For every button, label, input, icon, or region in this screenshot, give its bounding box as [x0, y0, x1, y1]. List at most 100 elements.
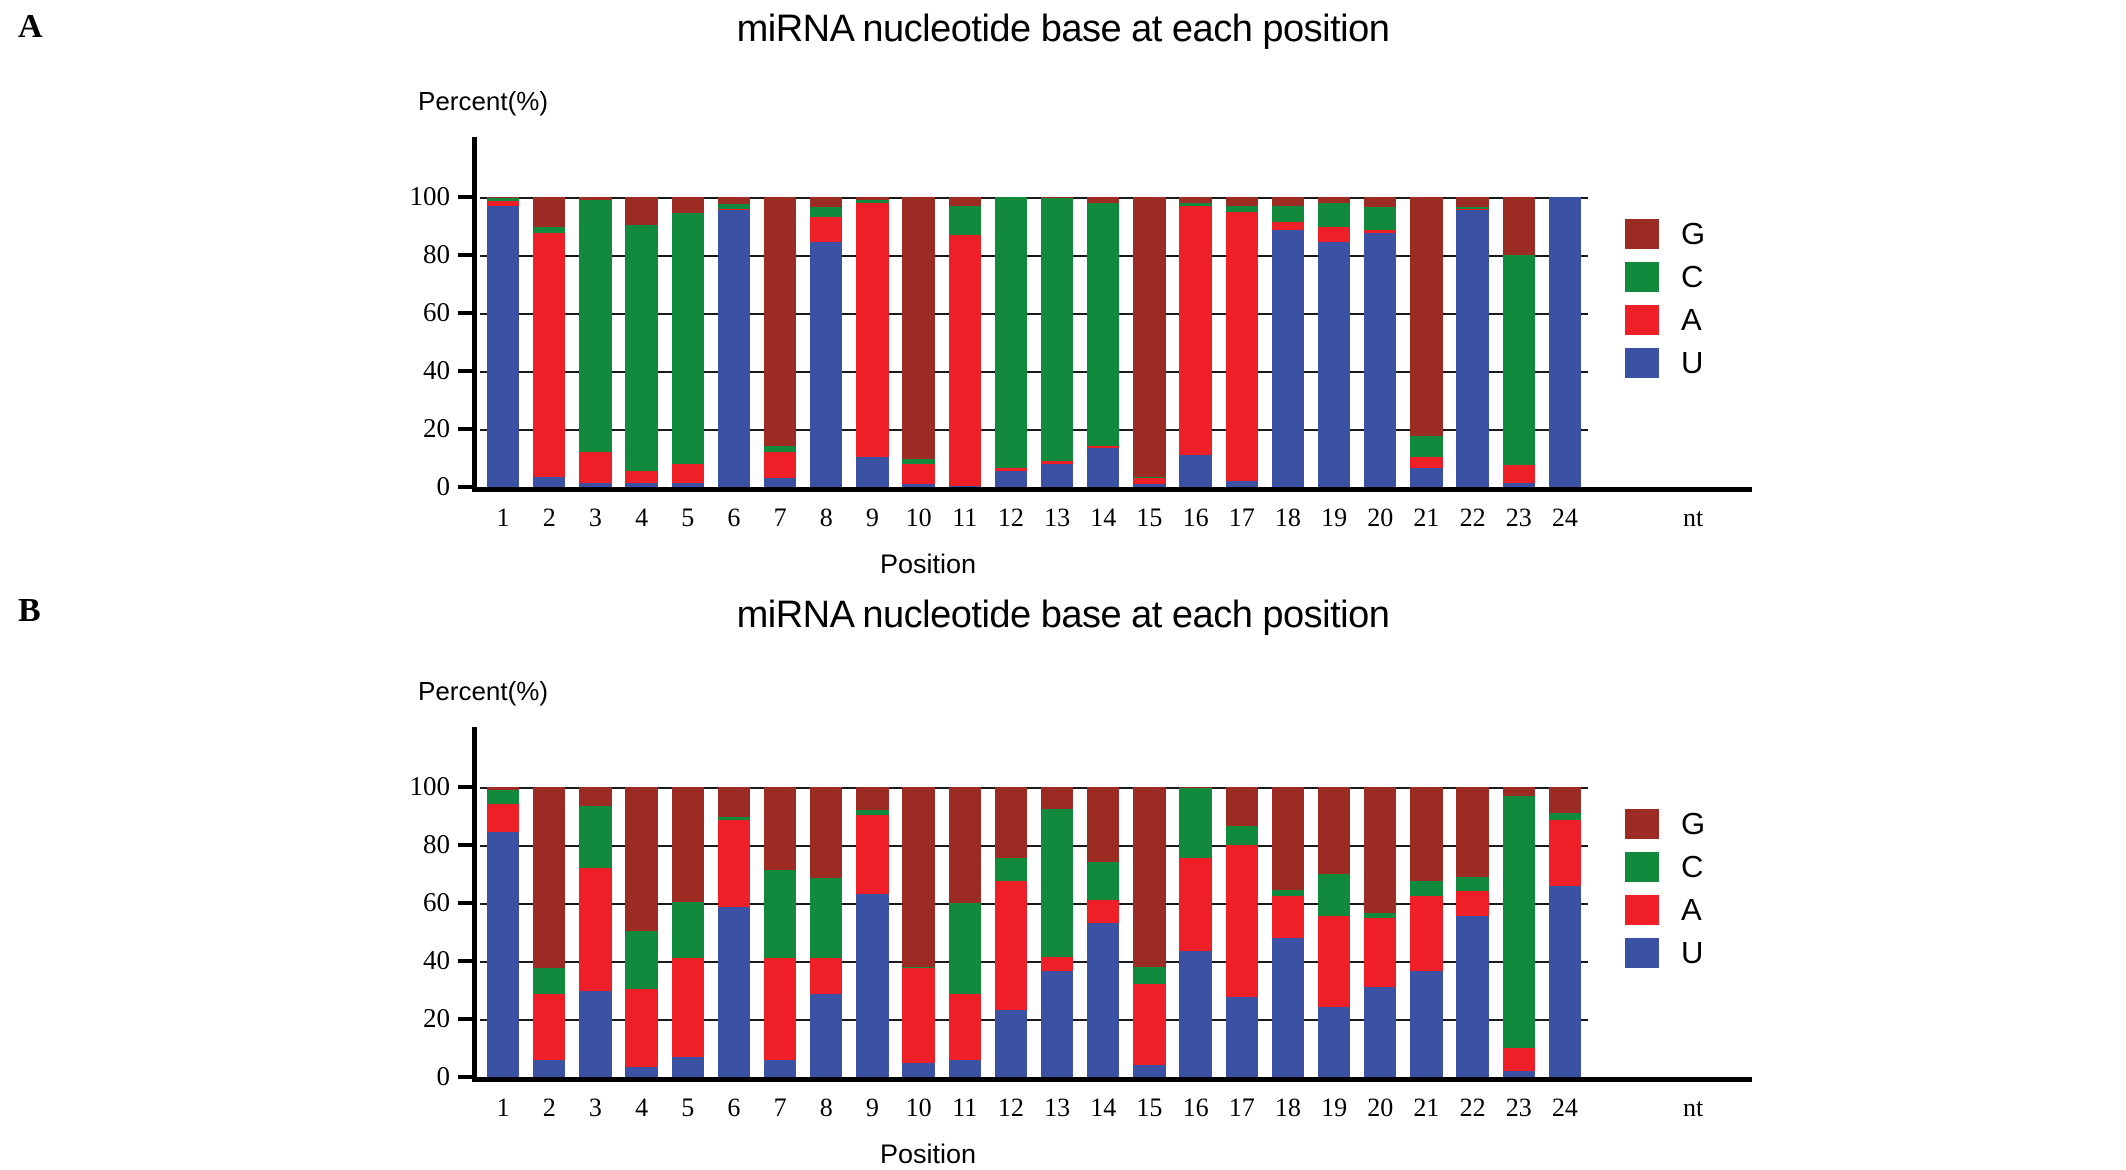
x-tick-label-14: 14 — [1090, 503, 1117, 532]
gridline-20 — [480, 429, 1588, 431]
bar-segment-u — [1133, 1065, 1166, 1077]
gridline-40 — [480, 961, 1588, 963]
x-tick-label-3: 3 — [588, 503, 602, 532]
bar-position-17 — [1225, 197, 1258, 487]
bar-position-12 — [994, 787, 1028, 1077]
bar-segment-g — [948, 197, 981, 206]
bar-position-1 — [486, 787, 520, 1077]
bar-segment-g — [1548, 787, 1582, 814]
bar-segment-c — [717, 204, 751, 209]
x-tick-label-10: 10 — [905, 1093, 932, 1122]
bar-position-8 — [810, 197, 843, 487]
bar-segment-u — [533, 476, 566, 487]
bar-segment-a — [948, 994, 981, 1060]
panel-b: B miRNA nucleotide base at each position… — [0, 584, 2126, 1169]
bar-segment-u — [1040, 463, 1074, 487]
gridline-100 — [480, 197, 1588, 199]
bar-segment-u — [1271, 230, 1305, 487]
bar-segment-c — [1087, 202, 1120, 447]
bar-segment-u — [994, 1010, 1028, 1077]
bar-position-4 — [625, 787, 658, 1077]
x-tick-label-17: 17 — [1228, 1093, 1255, 1122]
bar-position-5 — [671, 197, 704, 487]
bar-segment-c — [1317, 874, 1351, 917]
bar-position-2 — [533, 197, 566, 487]
bar-segment-c — [902, 966, 935, 969]
bar-segment-a — [717, 208, 751, 211]
bar-segment-c — [856, 199, 889, 203]
x-tick-label-6: 6 — [727, 1093, 741, 1122]
bar-segment-g — [1133, 197, 1166, 477]
bar-segment-c — [1087, 862, 1120, 901]
x-tick-label-9: 9 — [865, 503, 879, 532]
legend-label-u: U — [1681, 934, 1704, 970]
bar-segment-g — [1225, 197, 1258, 206]
x-tick-label-7: 7 — [773, 1093, 787, 1122]
bar-position-23 — [1502, 787, 1535, 1077]
bar-segment-a — [1087, 446, 1120, 448]
bar-segment-g — [671, 197, 704, 213]
bar-segment-g — [856, 197, 889, 200]
x-tick-label-4: 4 — [635, 1093, 649, 1122]
x-tick-label-5: 5 — [681, 503, 695, 532]
bar-position-24 — [1548, 197, 1582, 487]
bar-segment-u — [994, 471, 1028, 487]
bar-segment-g — [1364, 197, 1397, 208]
bar-segment-c — [1040, 808, 1074, 957]
bar-segment-u — [1179, 950, 1212, 1077]
bar-segment-c — [1502, 795, 1535, 1049]
bar-position-18 — [1271, 787, 1305, 1077]
bar-segment-g — [763, 787, 797, 870]
gridline-20 — [480, 1019, 1588, 1021]
bar-segment-g — [1040, 787, 1074, 809]
x-tick-label-14: 14 — [1090, 1093, 1117, 1122]
bar-segment-g — [533, 787, 566, 969]
bar-segment-u — [579, 991, 612, 1077]
bar-segment-g — [1087, 787, 1120, 863]
gridline-100 — [480, 787, 1588, 789]
bar-segment-c — [1456, 876, 1489, 892]
bar-position-7 — [763, 787, 797, 1077]
legend-label-a: A — [1681, 301, 1702, 337]
y-tick-20 — [458, 1017, 476, 1021]
x-tick-label-11: 11 — [952, 1093, 978, 1122]
bar-segment-a — [1364, 917, 1397, 988]
bar-segment-u — [625, 1066, 658, 1077]
bar-position-23 — [1502, 197, 1535, 487]
bar-segment-g — [1410, 197, 1443, 437]
bar-segment-a — [1040, 956, 1074, 972]
bar-segment-u — [1410, 971, 1443, 1077]
bar-segment-u — [671, 1056, 704, 1077]
panel-a-nt-label: nt — [1683, 503, 1704, 532]
bar-position-11 — [948, 787, 981, 1077]
bar-segment-u — [486, 205, 520, 487]
bar-segment-c — [994, 197, 1028, 469]
legend-swatch-a-icon — [1625, 894, 1659, 925]
bar-segment-u — [1179, 455, 1212, 487]
bar-segment-c — [1317, 202, 1351, 228]
bar-segment-a — [810, 217, 843, 242]
y-tick-20 — [458, 427, 476, 431]
legend-label-a: A — [1681, 891, 1702, 927]
bar-segment-u — [1317, 1007, 1351, 1077]
x-tick-label-4: 4 — [635, 503, 649, 532]
bar-segment-c — [1364, 207, 1397, 231]
legend-swatch-g-icon — [1625, 218, 1659, 249]
bar-position-20 — [1364, 787, 1397, 1077]
bar-segment-a — [1225, 211, 1258, 482]
bar-segment-a — [1225, 845, 1258, 998]
y-tick-100 — [458, 785, 476, 789]
bar-segment-g — [1317, 197, 1351, 203]
x-tick-label-23: 23 — [1505, 1093, 1532, 1122]
legend-swatch-a-icon — [1625, 304, 1659, 335]
bar-segment-c — [1271, 889, 1305, 896]
bar-segment-c — [902, 459, 935, 464]
bar-segment-u — [810, 994, 843, 1077]
bar-segment-g — [1456, 197, 1489, 208]
y-tick-label-100: 100 — [409, 771, 451, 801]
bar-segment-a — [994, 881, 1028, 1011]
bar-segment-a — [856, 202, 889, 457]
panel-a-x-axis-title: Position — [880, 549, 977, 579]
